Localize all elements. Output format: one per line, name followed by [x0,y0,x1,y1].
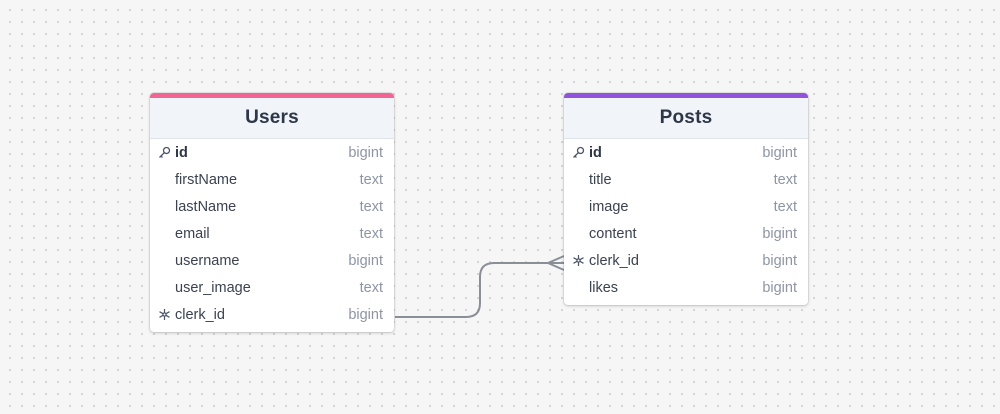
field-row-id[interactable]: id bigint [150,139,394,166]
field-type: text [359,279,383,296]
crow-foot-marker [547,255,565,271]
table-title: Posts [659,107,713,128]
field-row-user-image[interactable]: user_image text [150,274,394,301]
field-row-image[interactable]: image text [564,193,808,220]
field-row-clerk-id[interactable]: clerk_id bigint [150,301,394,328]
field-name: title [589,171,612,188]
field-name: email [175,225,210,242]
field-name: id [175,144,188,161]
table-header-posts[interactable]: Posts [564,93,808,139]
foreign-key-icon [572,254,589,268]
field-type: bigint [762,279,797,296]
field-row-title[interactable]: title text [564,166,808,193]
field-type: bigint [762,144,797,161]
table-header-users[interactable]: Users [150,93,394,139]
field-list-posts: id bigint title text image text content … [564,139,808,305]
field-type: text [773,171,797,188]
foreign-key-icon [158,308,175,322]
field-name: id [589,144,602,161]
field-name: likes [589,279,619,296]
table-users[interactable]: Users id bigint firstName text lastName … [150,93,394,332]
field-name: lastName [175,198,237,215]
key-icon [158,146,175,160]
field-type: bigint [348,144,383,161]
field-row-username[interactable]: username bigint [150,247,394,274]
field-row-content[interactable]: content bigint [564,220,808,247]
field-name: content [589,225,637,242]
field-name: username [175,252,240,269]
field-type: text [773,198,797,215]
field-type: text [359,171,383,188]
field-row-clerk-id[interactable]: clerk_id bigint [564,247,808,274]
field-type: bigint [348,252,383,269]
field-type: text [359,198,383,215]
field-row-lastname[interactable]: lastName text [150,193,394,220]
field-type: bigint [762,225,797,242]
field-list-users: id bigint firstName text lastName text e… [150,139,394,332]
field-type: text [359,225,383,242]
field-row-firstname[interactable]: firstName text [150,166,394,193]
key-icon [572,146,589,160]
field-type: bigint [762,252,797,269]
field-row-id[interactable]: id bigint [564,139,808,166]
field-name: clerk_id [175,306,225,323]
field-name: clerk_id [589,252,639,269]
relationship-line[interactable] [395,262,564,318]
field-row-email[interactable]: email text [150,220,394,247]
field-name: image [589,198,629,215]
table-title: Users [245,107,299,128]
field-type: bigint [348,306,383,323]
field-name: user_image [175,279,251,296]
table-posts[interactable]: Posts id bigint title text image text [564,93,808,305]
field-row-likes[interactable]: likes bigint [564,274,808,301]
field-name: firstName [175,171,238,188]
